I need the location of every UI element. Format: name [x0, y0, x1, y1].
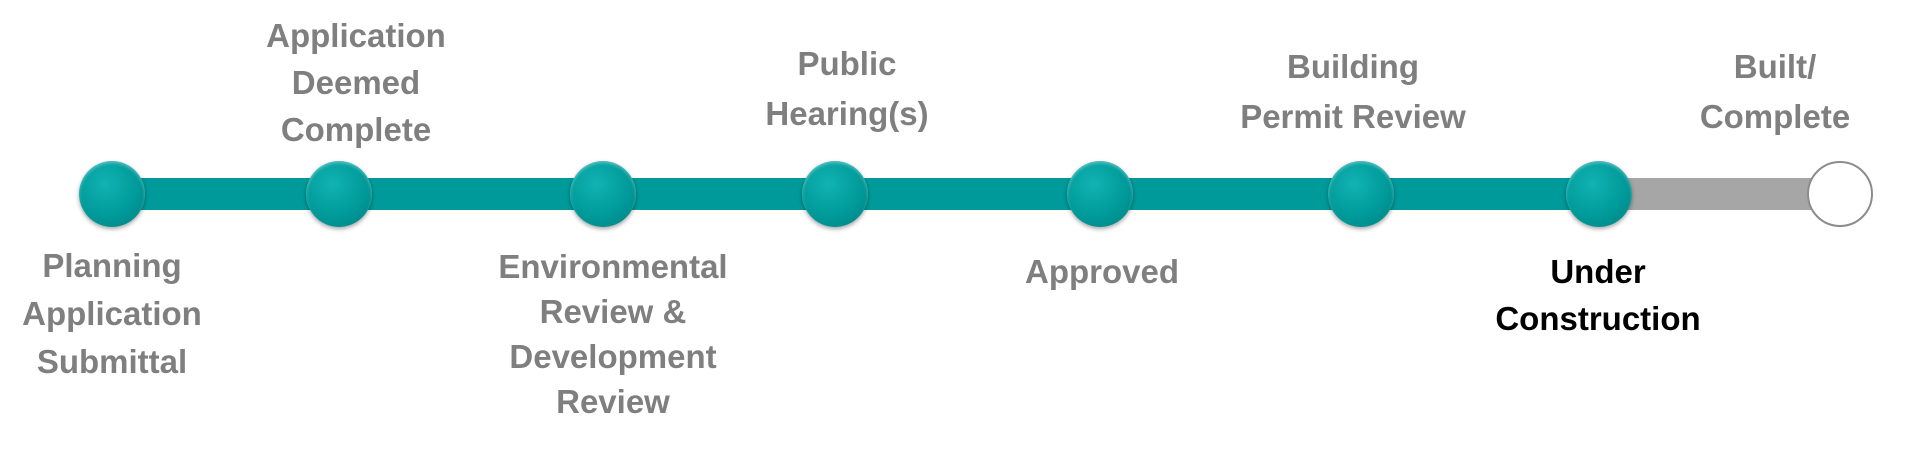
stage-node-planning-application-submittal — [79, 161, 145, 227]
pending-progress-track — [1600, 178, 1840, 210]
stage-node-public-hearings — [802, 161, 868, 227]
stage-label-environmental-review: Environmental Review & Development Revie… — [498, 248, 728, 420]
stage-node-approved — [1067, 161, 1133, 227]
stage-node-built-complete — [1807, 161, 1873, 227]
stage-label-approved: Approved — [1024, 253, 1179, 290]
stage-label-public-hearings: Public Hearing(s) — [765, 45, 929, 132]
stage-node-building-permit-review — [1328, 161, 1394, 227]
stage-node-application-deemed-complete — [306, 161, 372, 227]
stage-label-planning-application-submittal: Planning Application Submittal — [22, 247, 202, 380]
stage-label-application-deemed-complete: Application Deemed Complete — [266, 17, 446, 148]
stage-label-building-permit-review: Building Permit Review — [1240, 48, 1466, 135]
stage-node-under-construction — [1566, 161, 1632, 227]
stage-label-built-complete: Built/ Complete — [1699, 48, 1851, 135]
stage-node-environmental-review — [570, 161, 636, 227]
stage-label-under-construction: Under Construction — [1495, 253, 1701, 337]
